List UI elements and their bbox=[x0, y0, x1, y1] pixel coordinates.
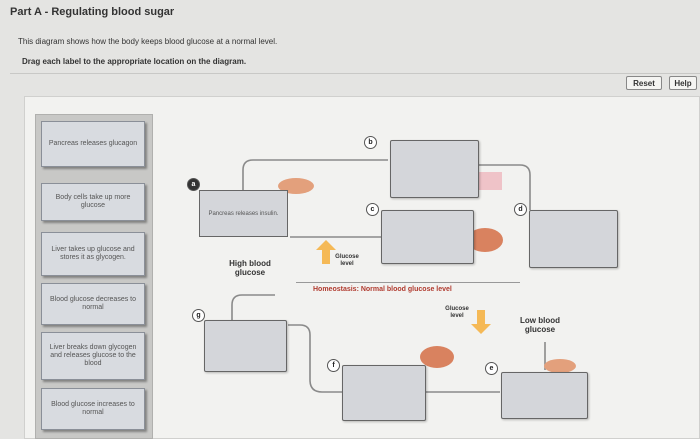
homeostasis-line bbox=[296, 282, 520, 283]
label-pancreas-glucagon[interactable]: Pancreas releases glucagon bbox=[41, 121, 145, 167]
high-blood-glucose-label: High blood glucose bbox=[229, 259, 271, 277]
liver-icon bbox=[420, 346, 454, 368]
marker-f: f bbox=[327, 359, 340, 372]
help-button[interactable]: Help bbox=[669, 76, 697, 90]
glucose-level-down-label: Glucose level bbox=[445, 306, 469, 319]
drop-target-d[interactable] bbox=[529, 210, 618, 268]
drop-target-g[interactable] bbox=[204, 320, 287, 372]
divider bbox=[10, 73, 700, 74]
arrow-down-icon bbox=[471, 310, 491, 334]
connector-b-d bbox=[479, 164, 531, 210]
label-liver-stores-glycogen[interactable]: Liver takes up glucose and stores it as … bbox=[41, 232, 145, 276]
drop-target-f[interactable] bbox=[342, 365, 426, 421]
part-title: Part A - Regulating blood sugar bbox=[10, 6, 175, 18]
marker-a: a bbox=[187, 178, 200, 191]
reset-button[interactable]: Reset bbox=[626, 76, 662, 90]
pancreas-icon bbox=[544, 359, 576, 373]
marker-c: c bbox=[366, 203, 379, 216]
label-glucose-increases[interactable]: Blood glucose increases to normal bbox=[41, 388, 145, 430]
label-body-cells-take-up[interactable]: Body cells take up more glucose bbox=[41, 183, 145, 221]
low-blood-glucose-label: Low blood glucose bbox=[520, 316, 560, 334]
marker-b: b bbox=[364, 136, 377, 149]
drop-target-c[interactable] bbox=[381, 210, 474, 264]
glucose-level-up-label: Glucose level bbox=[335, 254, 359, 267]
drop-target-b[interactable] bbox=[390, 140, 479, 198]
insulin-box: Pancreas releases insulin. bbox=[199, 190, 288, 237]
connector-a-b bbox=[242, 159, 388, 190]
drop-target-e[interactable] bbox=[501, 372, 588, 419]
label-glucose-decreases[interactable]: Blood glucose decreases to normal bbox=[41, 283, 145, 325]
liver-icon bbox=[467, 228, 503, 252]
description-text: This diagram shows how the body keeps bl… bbox=[18, 37, 278, 46]
connector-g-f bbox=[288, 324, 342, 393]
marker-e: e bbox=[485, 362, 498, 375]
homeostasis-label: Homeostasis: Normal blood glucose level bbox=[313, 286, 452, 293]
marker-g: g bbox=[192, 309, 205, 322]
connector-g-top bbox=[231, 294, 275, 320]
instruction-text: Drag each label to the appropriate locat… bbox=[22, 57, 247, 66]
arrow-up-icon bbox=[316, 240, 336, 264]
label-liver-breaks-glycogen[interactable]: Liver breaks down glycogen and releases … bbox=[41, 332, 145, 380]
marker-d: d bbox=[514, 203, 527, 216]
